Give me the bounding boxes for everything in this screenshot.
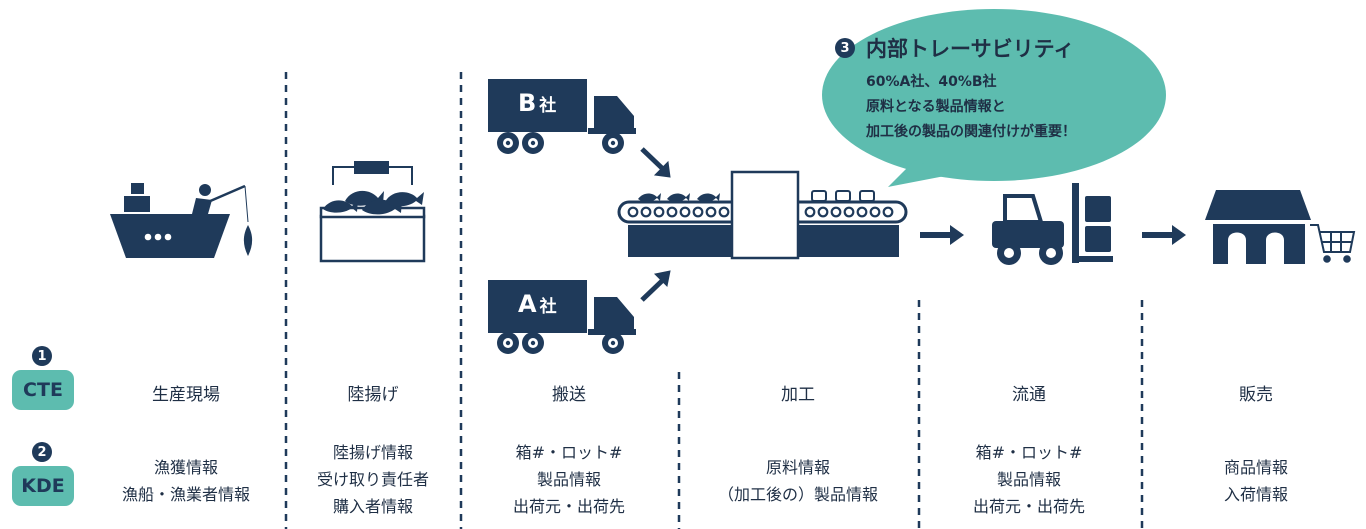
kde-stage-production: 漁獲情報 漁船・漁業者情報 [122,454,250,508]
arrow-right-icon [920,225,964,245]
kde-item: 箱#・ロット# [975,443,1083,462]
flow-arrows [920,225,1186,245]
kde-item: 入荷情報 [1223,485,1289,504]
kde-stage-retail: 商品情報 入荷情報 [1224,454,1288,508]
callout-number-badge: 3 [835,38,855,58]
stage-separators [284,72,1144,529]
arrow-right-icon [1142,225,1186,245]
kde-item: 購入者情報 [332,497,414,516]
kde-item: 製品情報 [536,470,602,489]
shopping-cart-icon [1310,224,1356,263]
diagonal-arrows [640,147,671,302]
cte-stage-transport: 搬送 [552,385,586,405]
cte-stage-retail: 販売 [1239,385,1273,405]
cte-stage-landing: 陸揚げ [347,385,399,405]
kde-item: 漁獲情報 [153,458,219,477]
kde-item: 漁船・漁業者情報 [121,485,251,504]
truck-a-icon [488,280,636,354]
callout-line: 60%A社、40%B社 [866,74,997,90]
forklift-icon [992,183,1113,265]
cte-number-badge: 1 [32,346,52,366]
kde-item: （加工後の）製品情報 [717,485,879,504]
kde-stage-landing: 陸揚げ情報 受け取り責任者 購入者情報 [317,439,429,520]
kde-item: 製品情報 [996,470,1062,489]
fish-crate-icon [319,161,426,263]
kde-item: 商品情報 [1223,458,1289,477]
kde-badge: KDE [12,466,74,506]
callout-line: 加工後の製品の関連付けが重要！ [866,124,1076,140]
callout-title: 内部トレーサビリティ [866,37,1075,61]
fishing-boat-icon [110,183,253,258]
kde-stage-processing: 原料情報 （加工後の）製品情報 [718,454,878,508]
cte-badge: CTE [12,370,74,410]
kde-item: 出荷元・出荷先 [972,497,1086,516]
cte-stage-distribution: 流通 [1012,385,1046,405]
kde-item: 原料情報 [765,458,831,477]
kde-item: 出荷元・出荷先 [512,497,626,516]
callout-line: 原料となる製品情報と [866,99,1006,115]
cte-stage-processing: 加工 [781,385,815,405]
kde-stage-transport: 箱#・ロット# 製品情報 出荷元・出荷先 [513,439,625,520]
truck-b-icon [488,79,636,154]
kde-stage-distribution: 箱#・ロット# 製品情報 出荷元・出荷先 [973,439,1085,520]
processing-machine [730,170,800,260]
arrow-down-right-icon [640,147,666,172]
processing-conveyor-icon [617,170,908,260]
arrow-up-right-icon [640,277,666,302]
callout-bubble [822,9,1166,187]
cte-stage-production: 生産現場 [152,385,220,405]
kde-item: 箱#・ロット# [515,443,623,462]
kde-item: 受け取り責任者 [316,470,430,489]
callout-body: 60%A社、40%B社 原料となる製品情報と 加工後の製品の関連付けが重要！ [866,70,1076,145]
kde-item: 陸揚げ情報 [332,443,414,462]
kde-number-badge: 2 [32,442,52,462]
store-icon [1205,190,1311,264]
